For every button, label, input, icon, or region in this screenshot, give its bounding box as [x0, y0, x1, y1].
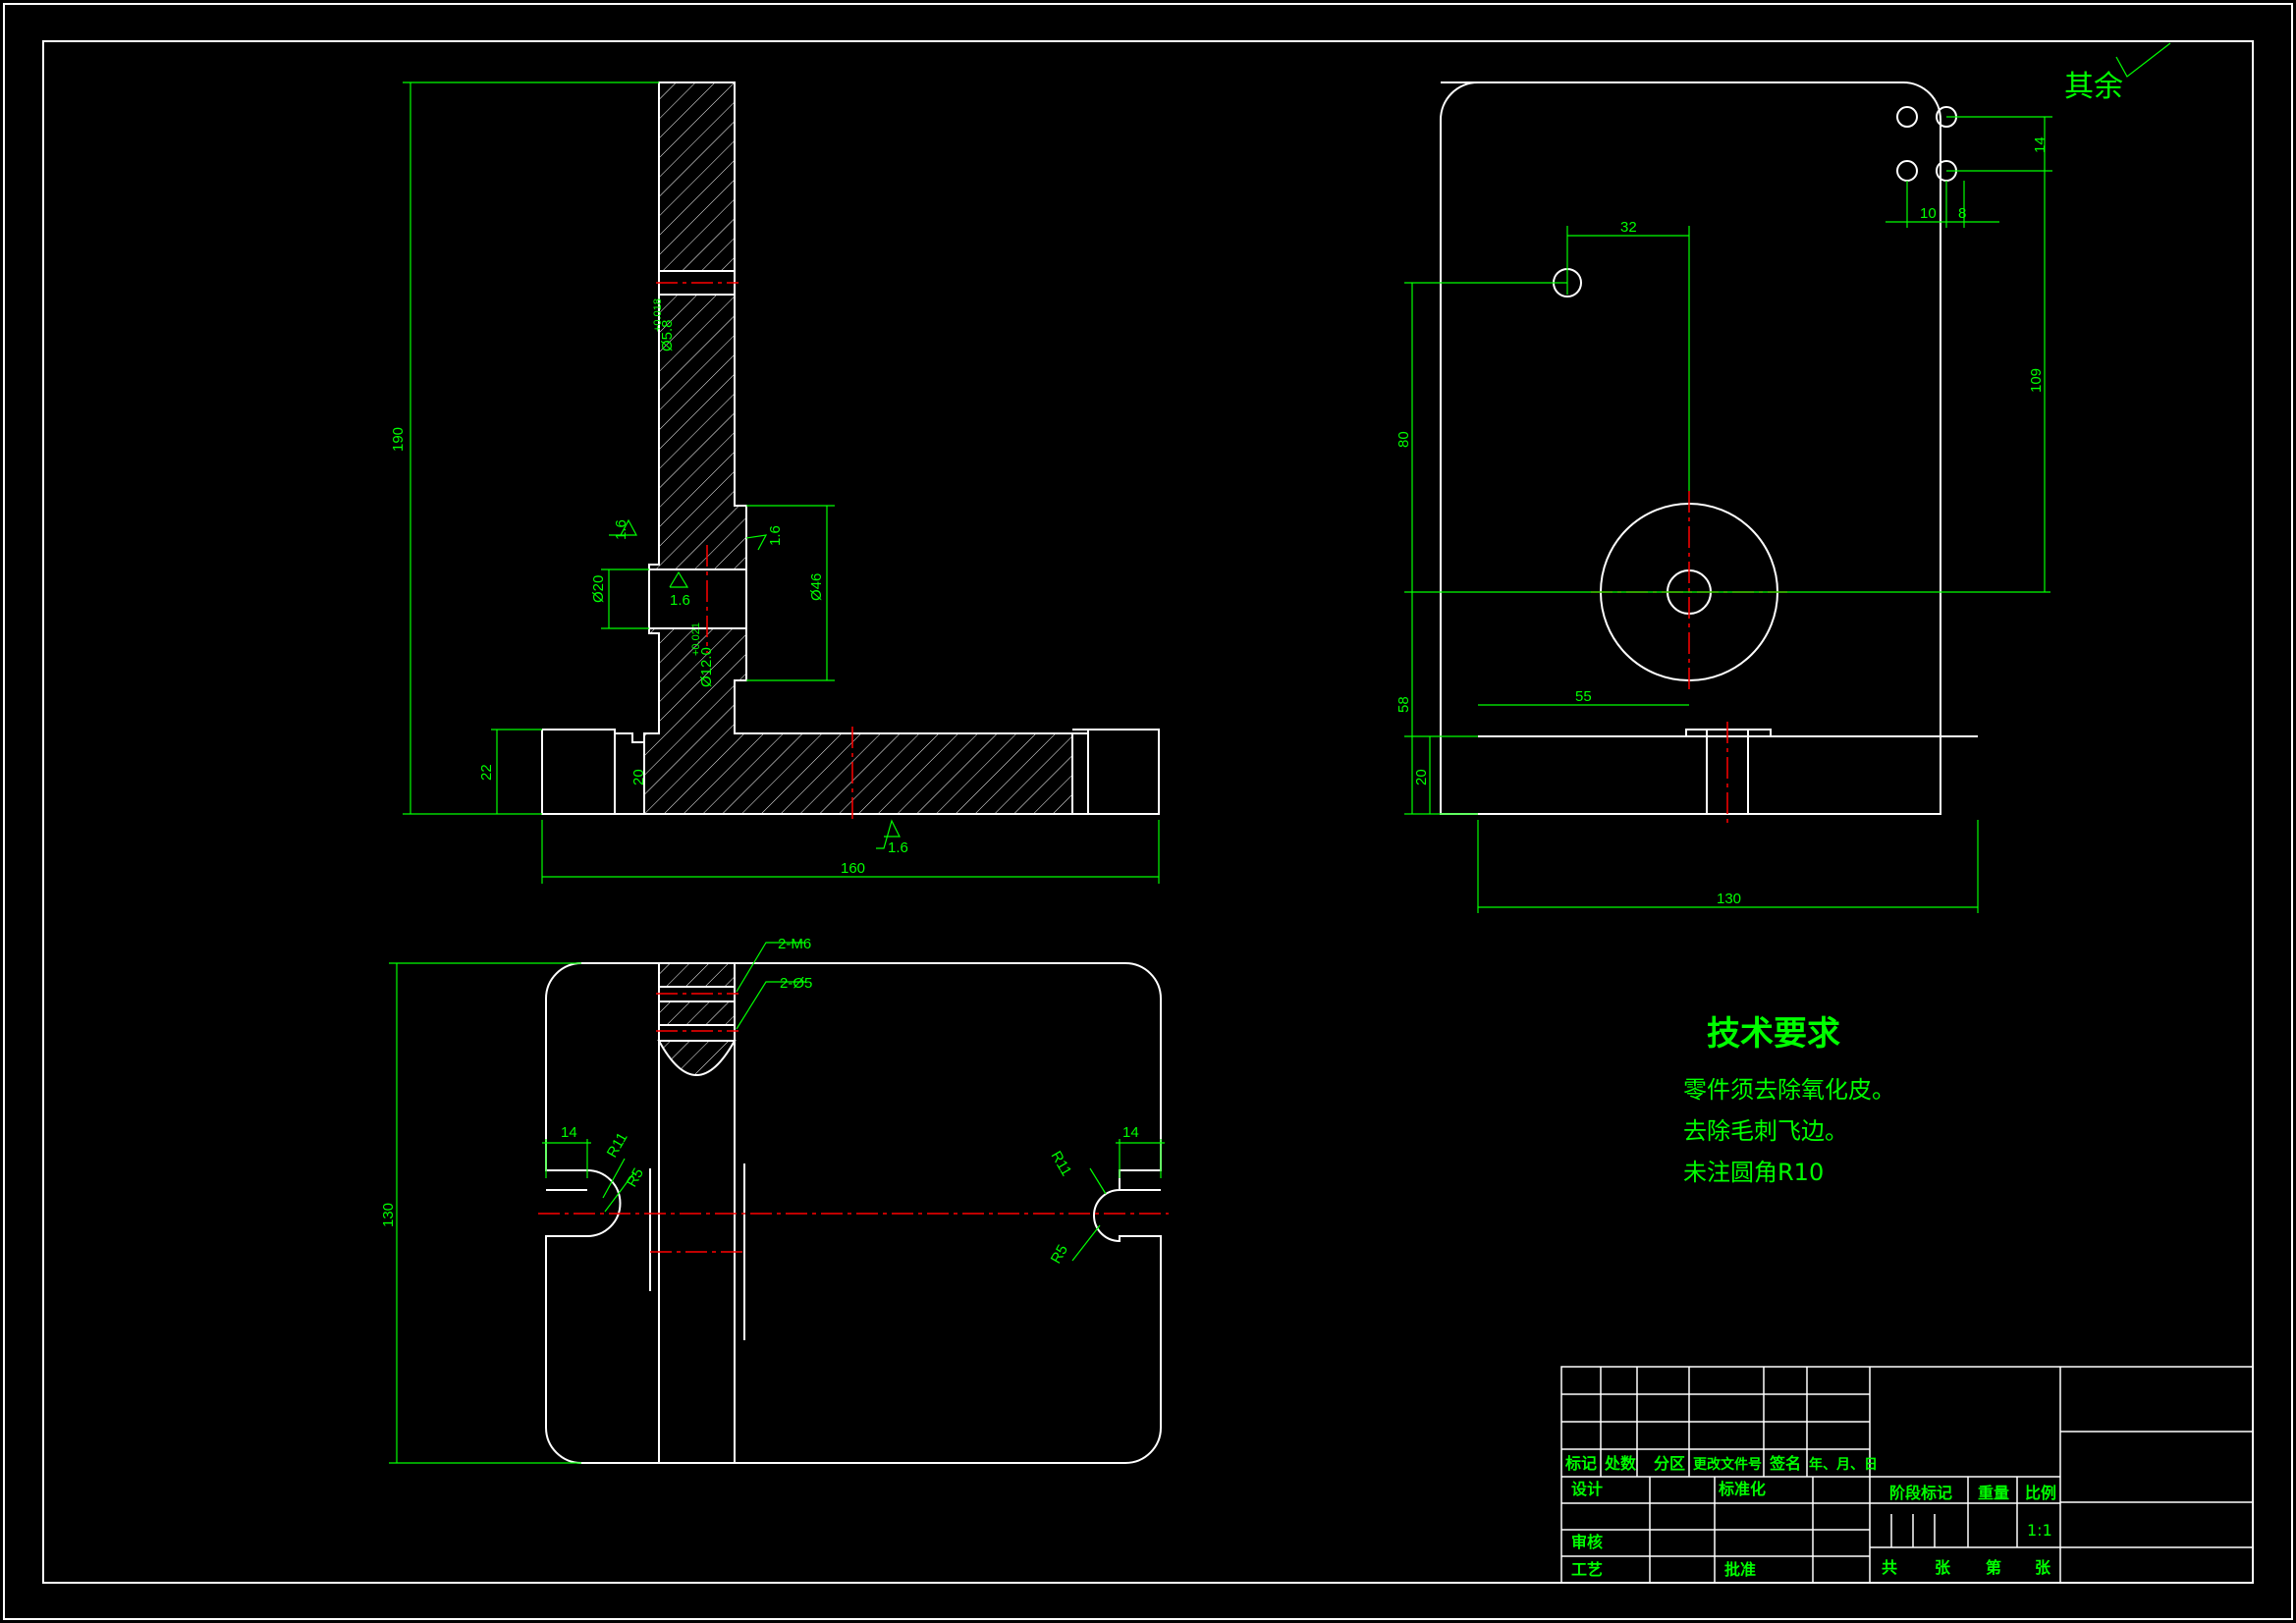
tb-header-date: 年、月、日: [1809, 1456, 1878, 1473]
dim-front-width: 160: [841, 860, 865, 877]
dim-bore-small: Ø20: [590, 575, 607, 603]
top-view: [545, 962, 1162, 1464]
tb-approve: 批准: [1724, 1560, 1756, 1579]
dim-bore-tol: Ø12.0: [698, 647, 715, 687]
tb-sheets: 张: [1935, 1558, 1951, 1577]
dim-top-height: 130: [380, 1203, 397, 1227]
dim-side-20: 20: [1413, 769, 1430, 785]
tb-header-doc: 更改文件号: [1693, 1456, 1762, 1473]
dim-r5-left: R5: [624, 1165, 647, 1190]
tech-title: 技术要求: [1707, 1014, 1840, 1054]
dim-side-14: 14: [2032, 136, 2049, 153]
tb-review: 审核: [1571, 1533, 1603, 1551]
dim-r11-left: R11: [604, 1130, 631, 1161]
dim-side-58: 58: [1395, 696, 1412, 713]
tb-design: 设计: [1571, 1480, 1603, 1498]
dim-hole-top: Ø5.8: [659, 319, 676, 352]
rough-right: 1.6: [767, 525, 784, 546]
dim-top-slot-left: 14: [561, 1124, 577, 1141]
side-dim-lines: [1404, 42, 2171, 913]
top-dim-lines: [389, 942, 1165, 1464]
rough-bore: 1.6: [670, 592, 690, 609]
front-view: [541, 81, 1160, 815]
tb-scale: 1:1: [2027, 1521, 2052, 1540]
dim-side-55: 55: [1575, 688, 1592, 705]
tb-stage-mark: 阶段标记: [1889, 1484, 1952, 1502]
tech-line-3: 未注圆角R10: [1683, 1159, 1824, 1186]
tb-sheet: 张: [2035, 1558, 2051, 1577]
tech-line-2: 去除毛刺飞边。: [1683, 1117, 1848, 1145]
dim-front-base-thick: 20: [630, 769, 647, 785]
dim-hole-top-tol: +0.018: [652, 298, 664, 332]
front-centerlines: [656, 282, 853, 821]
rough-left: 1.6: [613, 519, 629, 540]
dim-side-80: 80: [1395, 431, 1412, 448]
tb-weight: 重量: [1978, 1484, 2009, 1502]
front-dim-lines: [403, 81, 1160, 884]
dim-r5-right: R5: [1048, 1242, 1071, 1267]
tech-line-1: 零件须去除氧化皮。: [1683, 1076, 1895, 1104]
dim-r11-right: R11: [1048, 1149, 1075, 1179]
tb-total: 共: [1882, 1558, 1897, 1577]
tb-number: 第: [1986, 1558, 2001, 1577]
tb-scale-label: 比例: [2025, 1484, 2056, 1502]
side-centerlines: [1591, 491, 1787, 827]
dim-side-8: 8: [1958, 205, 1966, 222]
roughness-note: 其余: [2064, 70, 2123, 104]
tb-header-count: 处数: [1604, 1454, 1637, 1473]
dim-side-130: 130: [1717, 891, 1741, 907]
dim-top-slot-right: 14: [1122, 1124, 1139, 1141]
dim-front-base-height: 22: [478, 764, 495, 781]
rough-base: 1.6: [888, 839, 908, 856]
dim-front-height: 190: [390, 427, 407, 452]
sheet-border: [3, 3, 2293, 1620]
dim-side-32: 32: [1620, 219, 1637, 236]
side-view: [1440, 81, 1978, 815]
dim-bore-tol-val: +0.021: [690, 622, 702, 656]
title-block: [1560, 1366, 2254, 1584]
dim-side-109: 109: [2028, 368, 2045, 393]
top-centerlines: [538, 993, 1169, 1253]
tb-standardize: 标准化: [1718, 1480, 1766, 1498]
dim-d5: 2-Ø5: [780, 975, 812, 992]
tb-process: 工艺: [1571, 1560, 1603, 1579]
tb-header-mark: 标记: [1564, 1454, 1597, 1473]
tb-header-sign: 签名: [1769, 1454, 1801, 1473]
tb-header-zone: 分区: [1654, 1454, 1685, 1473]
dim-bore-large: Ø46: [808, 573, 825, 601]
dim-side-10: 10: [1920, 205, 1937, 222]
dim-m6: 2-M6: [778, 936, 811, 952]
drawing-frame: [42, 40, 2254, 1584]
